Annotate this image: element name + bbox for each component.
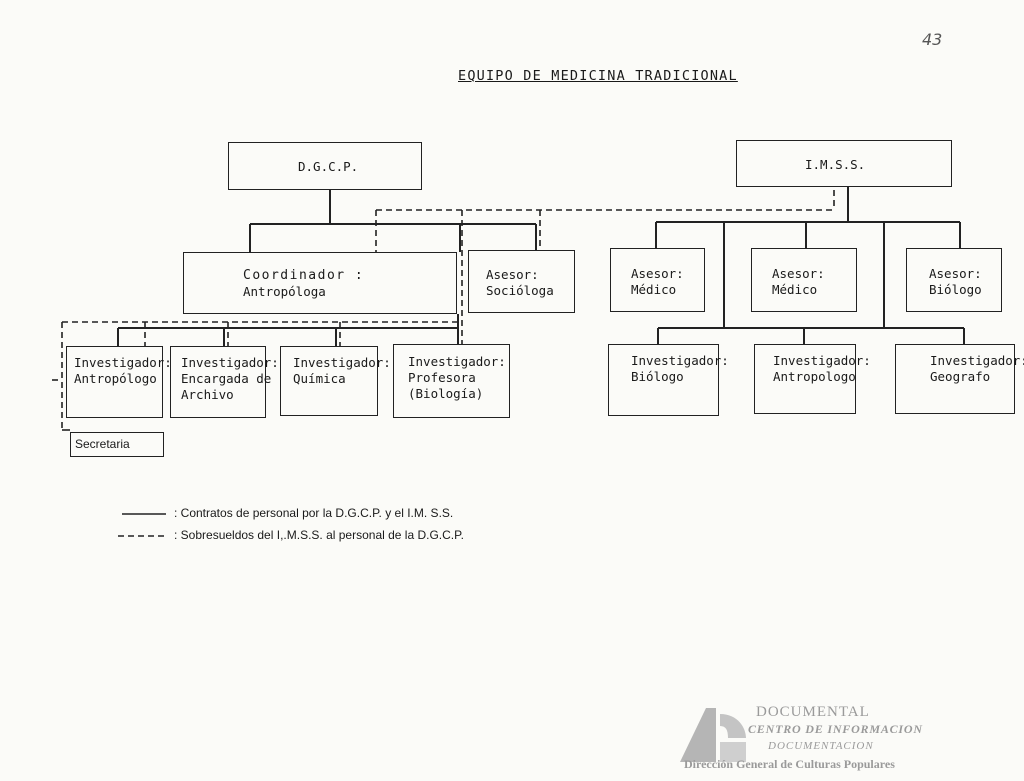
- node-inv-antropologo-2-line1: Investigador:: [773, 353, 871, 368]
- node-inv-archivo-line3: Archivo: [181, 387, 234, 402]
- stamp-logo-icon: [680, 708, 746, 762]
- node-inv-biologo: [608, 344, 719, 416]
- node-inv-archivo-line1: Investigador:: [181, 355, 279, 370]
- node-inv-archivo: [170, 346, 266, 418]
- node-asesor-medico-1: [610, 248, 705, 312]
- node-asesor-medico-1-line1: Asesor:: [631, 266, 684, 281]
- node-asesor-medico-1-line2: Médico: [631, 282, 677, 297]
- node-imss-label: I.M.S.S.: [805, 157, 866, 172]
- node-asesor-medico-2-line2: Médico: [772, 282, 818, 297]
- node-inv-geografo-line1: Investigador:: [930, 353, 1024, 368]
- library-stamp: DOCUMENTAL CENTRO DE INFORMACION DOCUMEN…: [676, 700, 956, 780]
- node-asesor-medico-2: [751, 248, 857, 312]
- node-inv-antropologo-line1: Investigador:: [74, 355, 172, 370]
- node-secretaria: [70, 432, 164, 457]
- stamp-line-4: Dirección General de Culturas Populares: [684, 757, 895, 771]
- node-inv-geografo-line2: Geografo: [930, 369, 991, 384]
- node-coordinador-line1: Coordinador :: [243, 268, 365, 283]
- node-inv-biologo-line2: Biólogo: [631, 369, 684, 384]
- node-asesor-biologo-line2: Biólogo: [929, 282, 982, 297]
- stamp-line-3: DOCUMENTACION: [768, 740, 874, 752]
- node-inv-antropologo-2: [754, 344, 856, 414]
- node-inv-antropologo-2-line2: Antropologo: [773, 369, 856, 384]
- page-number: 43: [922, 30, 943, 49]
- stamp-line-2: CENTRO DE INFORMACION: [748, 722, 923, 736]
- node-inv-biologo-line1: Investigador:: [631, 353, 729, 368]
- node-inv-profesora-line1: Investigador:: [408, 354, 506, 369]
- node-inv-archivo-line2: Encargada de: [181, 371, 272, 386]
- node-asesor-sociologa-line2: Socióloga: [486, 283, 554, 298]
- node-inv-quimica-line2: Química: [293, 371, 346, 386]
- legend-dashed-text: : Sobresueldos del I,.M.S.S. al personal…: [174, 528, 464, 542]
- node-asesor-medico-2-line1: Asesor:: [772, 266, 825, 281]
- node-dgcp-label: D.G.C.P.: [298, 159, 359, 174]
- node-inv-antropologo-line2: Antropólogo: [74, 371, 157, 386]
- node-inv-profesora-line2: Profesora: [408, 370, 476, 385]
- chart-title: EQUIPO DE MEDICINA TRADICIONAL: [458, 68, 738, 84]
- node-asesor-biologo-line1: Asesor:: [929, 266, 982, 281]
- node-coordinador-line2: Antropóloga: [243, 284, 326, 299]
- legend-solid-text: : Contratos de personal por la D.G.C.P. …: [174, 506, 454, 520]
- node-asesor-sociologa: [468, 250, 575, 313]
- node-secretaria-label: Secretaria: [75, 437, 130, 451]
- node-asesor-biologo: [906, 248, 1002, 312]
- node-inv-quimica: [280, 346, 378, 416]
- node-asesor-sociologa-line1: Asesor:: [486, 267, 539, 282]
- node-inv-profesora: [393, 344, 510, 418]
- node-dgcp: [228, 142, 422, 190]
- node-inv-profesora-line3: (Biología): [408, 386, 484, 401]
- node-inv-geografo: [895, 344, 1015, 414]
- node-inv-quimica-line1: Investigador:: [293, 355, 391, 370]
- node-inv-antropologo: [66, 346, 163, 418]
- stamp-line-1: DOCUMENTAL: [756, 704, 870, 720]
- node-imss: [736, 140, 952, 187]
- node-coordinador: [183, 252, 457, 314]
